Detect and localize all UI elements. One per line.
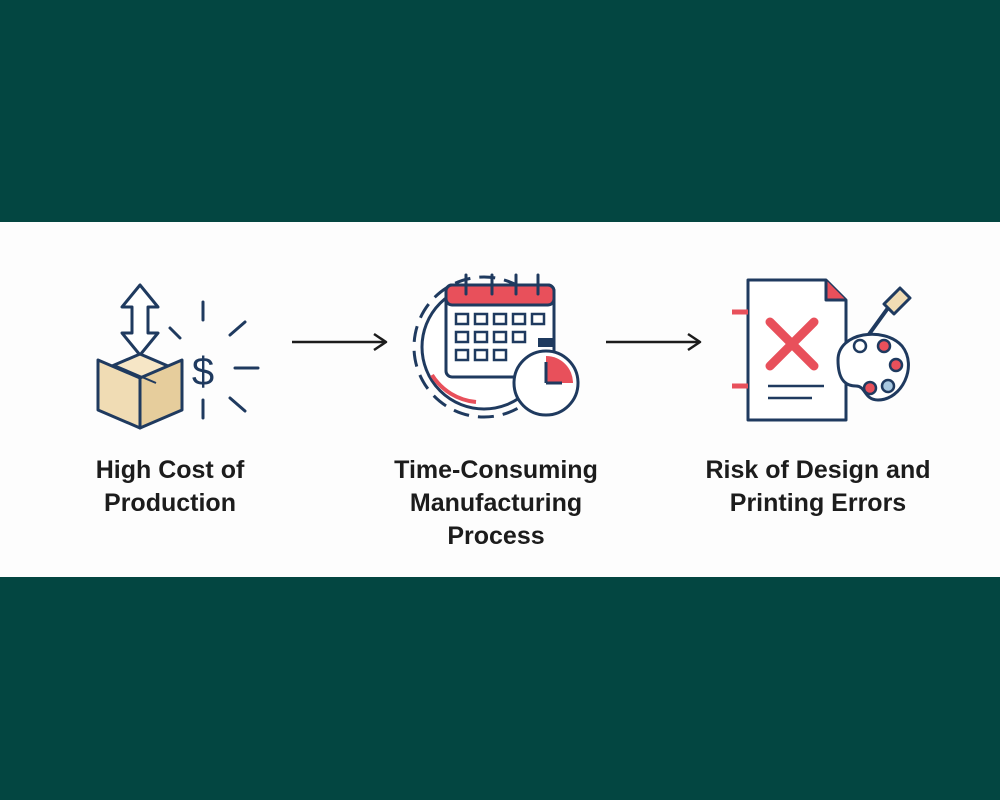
calendar-gear-timer-icon bbox=[412, 273, 580, 419]
arrow-right-icon bbox=[606, 332, 702, 352]
step-time-consuming: Time-Consuming Manufacturing Process bbox=[366, 222, 626, 577]
document-error-palette-icon bbox=[732, 278, 912, 422]
arrow-right-icon bbox=[292, 332, 388, 352]
step-high-cost: $ High Cost of Production bbox=[40, 222, 300, 577]
box-cost-icon: $ bbox=[96, 283, 260, 430]
step-label: High Cost of Production bbox=[95, 456, 245, 517]
step-design-errors: Risk of Design and Printing Errors bbox=[688, 222, 948, 577]
process-panel: $ High Cost of Production bbox=[0, 222, 1000, 577]
step-label: Risk of Design and Printing Errors bbox=[705, 456, 931, 517]
step-label: Time-Consuming Manufacturing Process bbox=[394, 456, 598, 550]
svg-text:$: $ bbox=[192, 350, 214, 394]
